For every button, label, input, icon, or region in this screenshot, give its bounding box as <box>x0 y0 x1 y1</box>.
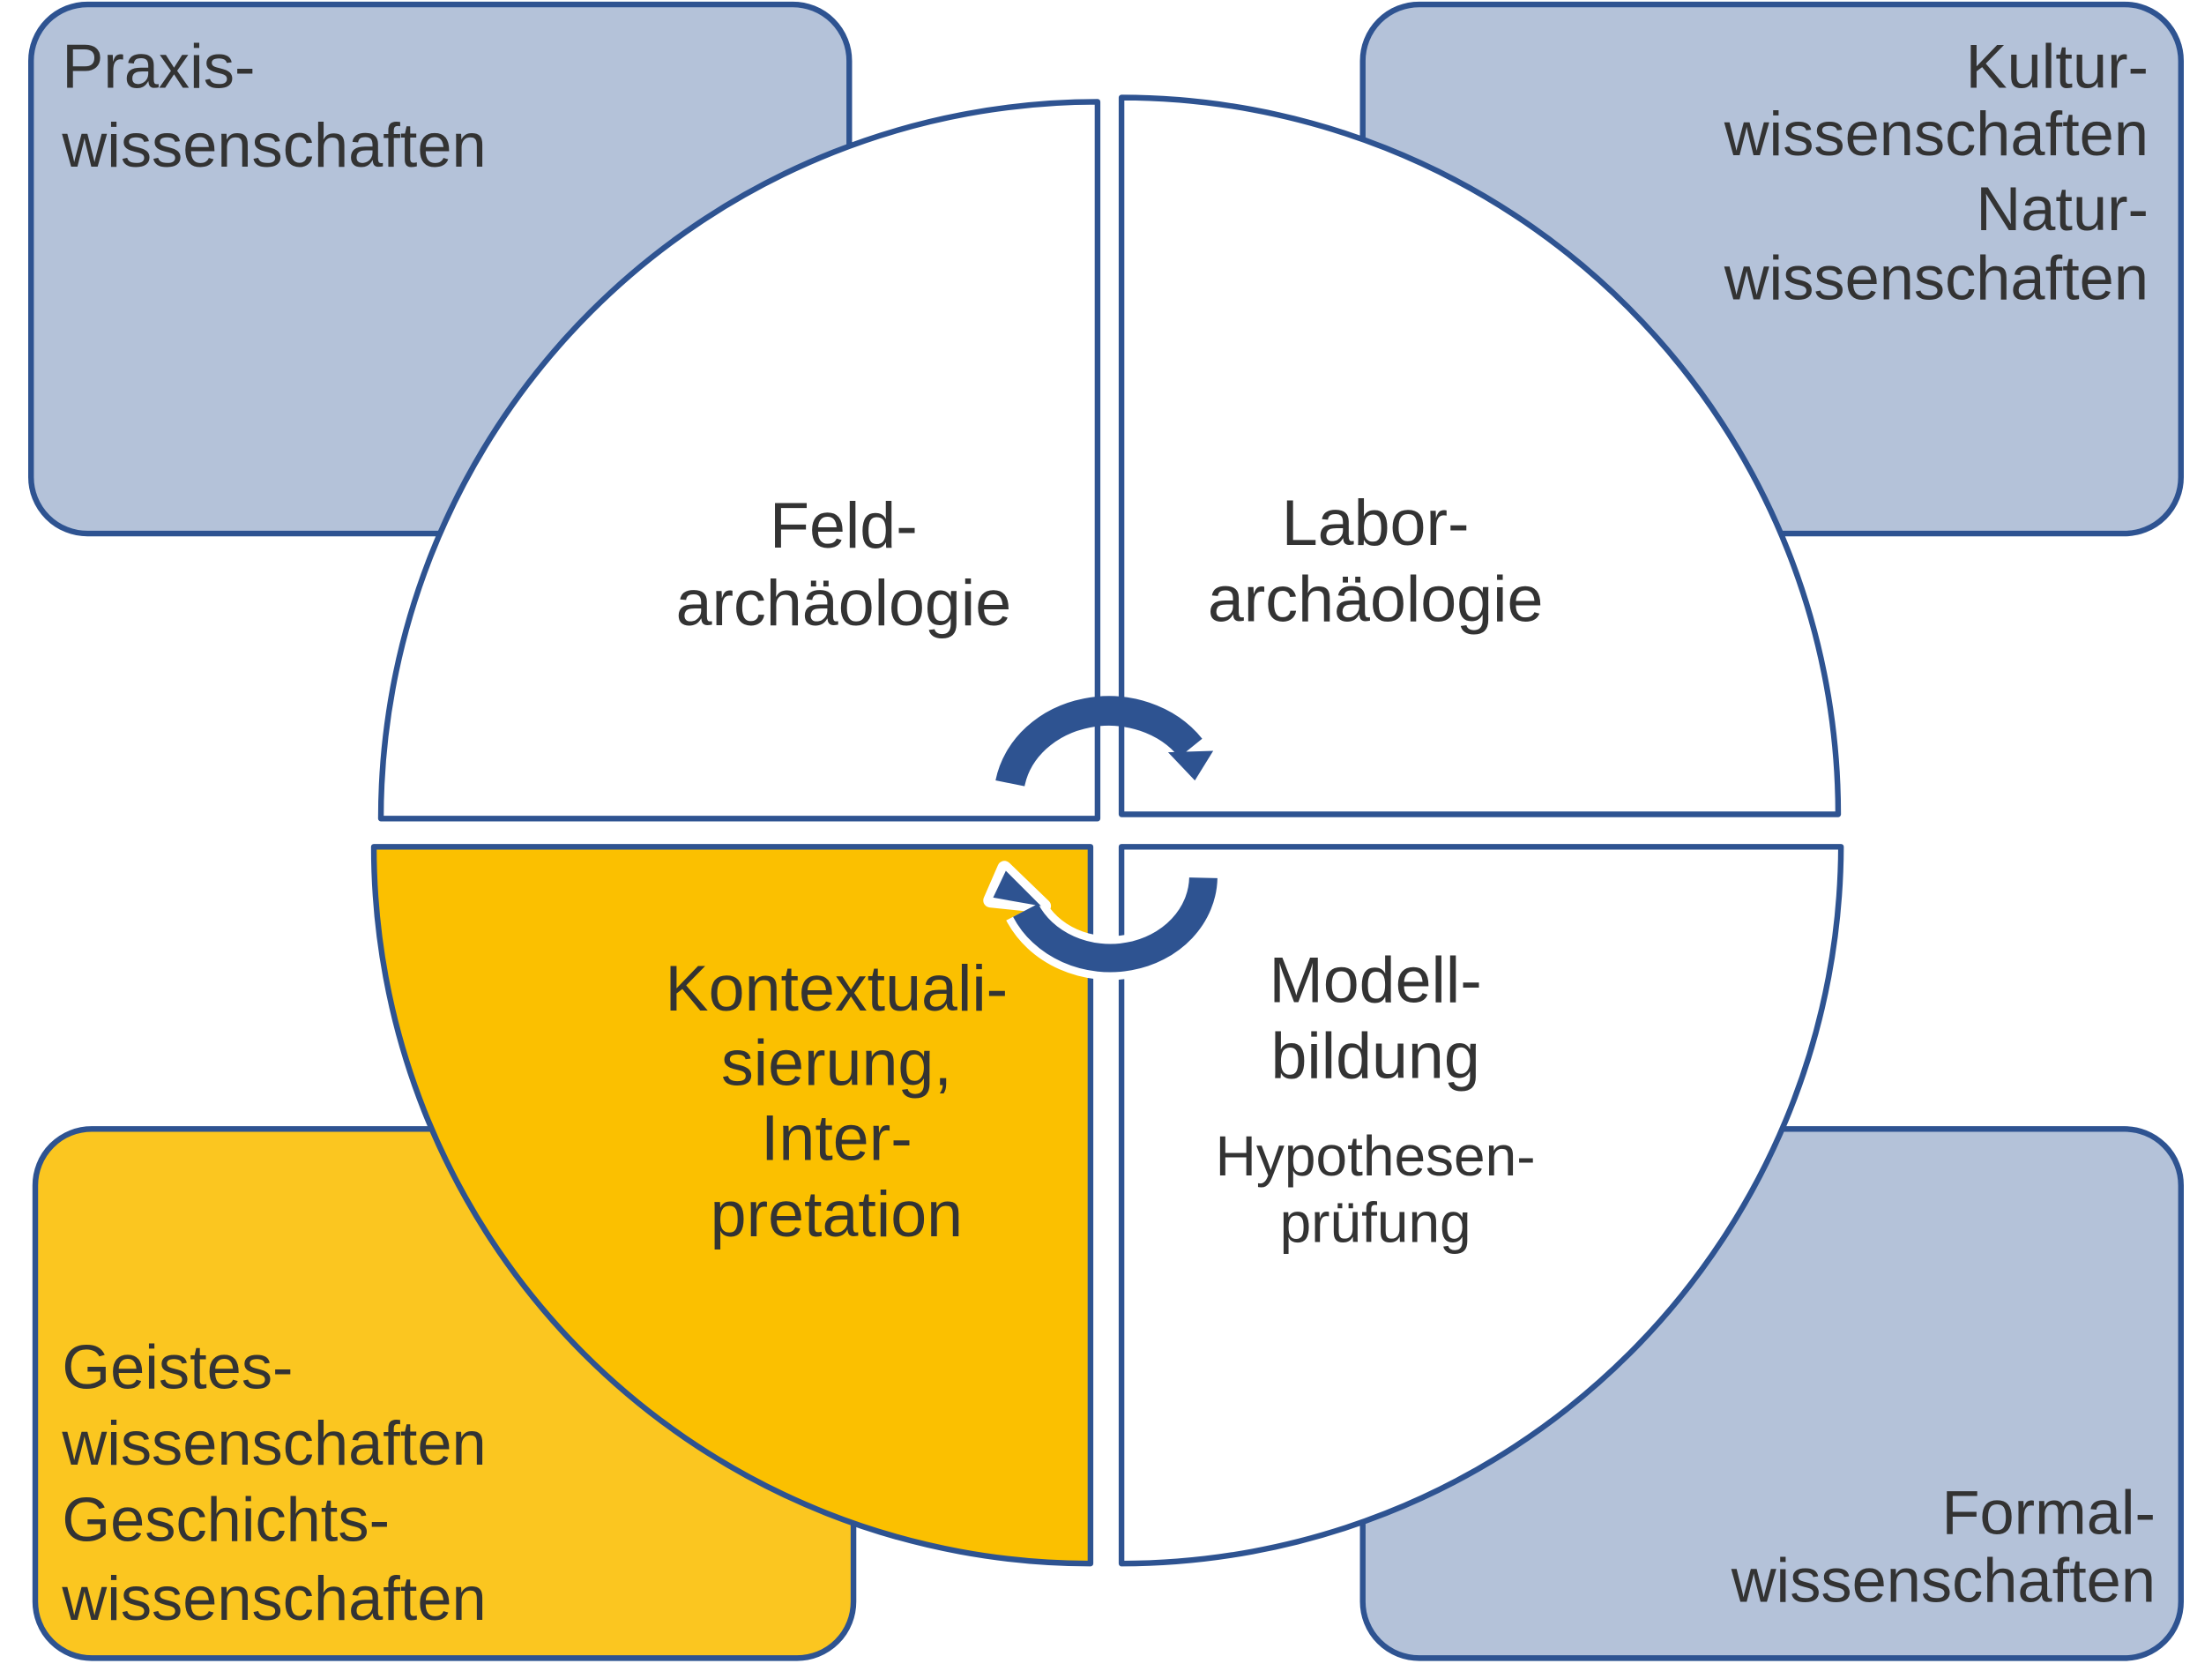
quadrant-label: Feld- <box>770 489 918 562</box>
box-label: wissenschaften <box>61 1408 486 1478</box>
quadrant-modellbildung: Modell- bildung Hypothesen- prüfung <box>1118 844 1844 1567</box>
box-label: wissenschaften <box>1731 1545 2156 1615</box>
box-label: Natur- <box>1976 174 2149 243</box>
quadrant-kontextualisierung: Kontextuali- sierung, Inter- pretation <box>370 844 1094 1567</box>
box-label: wissenschaften <box>61 110 486 180</box>
quadrant-label: Kontextuali- <box>666 951 1009 1025</box>
quadrant-feldarchaeologie: Feld- archäologie <box>377 99 1101 822</box>
quadrant-laborarchaeologie: Labor- archäologie <box>1118 94 1842 817</box>
quadrant-label: Inter- <box>761 1101 912 1175</box>
box-label: Formal- <box>1942 1478 2156 1548</box>
quadrant-label: archäologie <box>676 566 1012 639</box>
box-label: Praxis- <box>62 31 255 101</box>
quadrant-label: bildung <box>1270 1019 1479 1093</box>
box-label: wissenschaften <box>1724 242 2149 312</box>
quadrant-sublabel: prüfung <box>1280 1190 1471 1254</box>
cycle-arrow-top-icon <box>995 696 1214 787</box>
quadrant-label: archäologie <box>1208 562 1544 635</box>
box-label: wissenschaften <box>61 1563 486 1633</box>
cycle-arrow-bottom-icon <box>983 861 1225 981</box>
box-label: Geschichts- <box>62 1485 390 1555</box>
quadrant-sublabel: Hypothesen- <box>1216 1124 1536 1188</box>
quadrant-label: Modell- <box>1269 943 1481 1016</box>
box-label: Geistes- <box>62 1332 293 1402</box>
box-label: Kultur- <box>1966 31 2149 101</box>
box-label: wissenschaften <box>1724 99 2149 168</box>
quadrant-label: pretation <box>711 1177 963 1250</box>
quadrant-label: sierung, <box>721 1026 952 1100</box>
quadrant-label: Labor- <box>1282 486 1470 559</box>
